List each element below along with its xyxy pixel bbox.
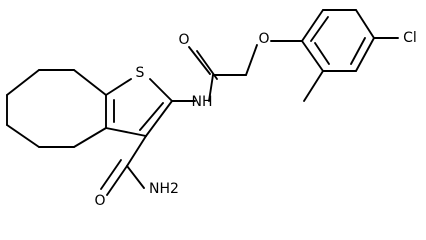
sulfur-label: S <box>136 65 145 81</box>
chlorine-label: Cl <box>403 30 417 46</box>
carboxamide-nitrogen-label: NH2 <box>149 181 179 197</box>
carboxamide-oxygen-label: O <box>94 193 105 209</box>
chemical-structure-diagram: S NH O O Cl O NH2 <box>6 9 417 209</box>
acyl-oxygen-label: O <box>178 32 189 48</box>
ether-oxygen-label: O <box>258 31 269 47</box>
bond-lines <box>6 9 399 196</box>
atom-labels: S NH O O Cl O NH2 <box>94 30 416 209</box>
amide-nitrogen-label: NH <box>192 94 213 110</box>
